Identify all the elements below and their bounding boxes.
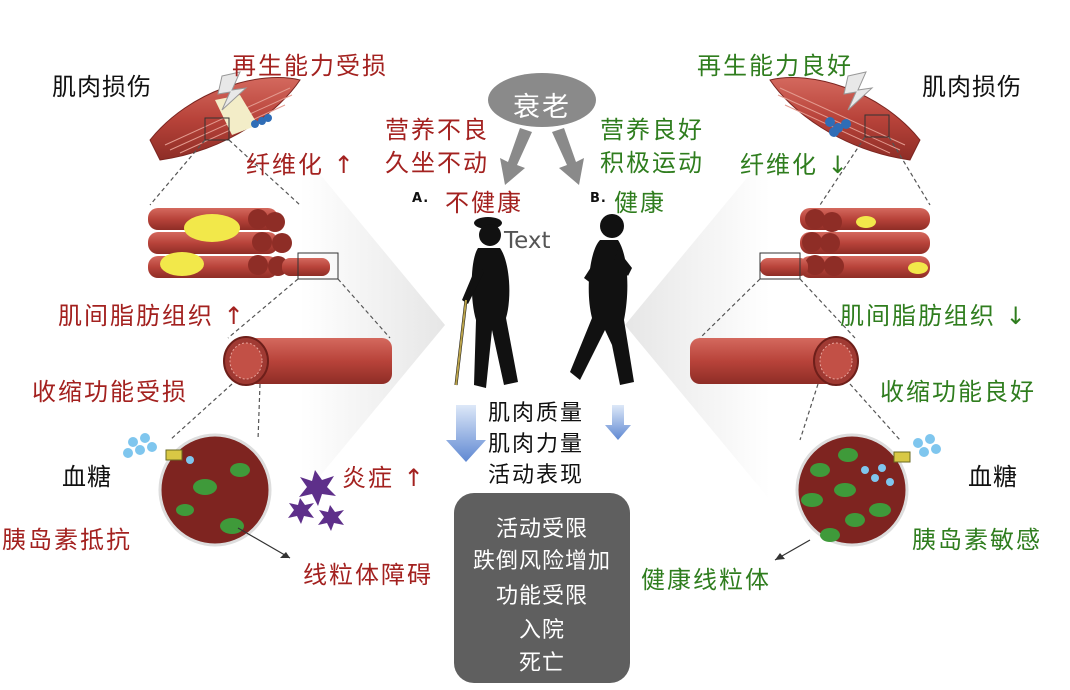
right-muscle-injury-label: 肌肉损伤 — [922, 67, 1022, 102]
left-cause-sedentary: 久坐不动 — [385, 143, 489, 178]
left-cause-malnutrition: 营养不良 — [385, 110, 489, 145]
outcome-hospitalization: 入院 — [454, 612, 630, 644]
outcome-fall-risk: 跌倒风险增加 — [454, 543, 630, 575]
right-glucose-icon — [913, 434, 941, 457]
right-cause-exercise: 积极运动 — [600, 143, 704, 178]
left-glucose-icon — [123, 433, 157, 458]
left-mito-label: 线粒体障碍 — [303, 555, 433, 590]
metric-muscle-mass: 肌肉质量 — [488, 395, 584, 427]
right-decrease-arrow — [605, 405, 631, 440]
right-cause-good-nutrition: 营养良好 — [600, 110, 704, 145]
left-blood-sugar-label: 血糖 — [62, 457, 112, 492]
unhealthy-label: 不健康 — [445, 183, 523, 218]
left-muscle-injury-label: 肌肉损伤 — [52, 67, 152, 102]
text-placeholder: Text — [504, 228, 551, 254]
right-fat-label: 肌间脂肪组织 ↓ — [840, 296, 1028, 331]
left-decrease-arrow — [446, 405, 486, 462]
right-muscle-cell-icon — [797, 435, 910, 545]
right-fibrosis-label: 纤维化 ↓ — [740, 145, 850, 180]
left-muscle-fiber-icon — [224, 337, 392, 385]
aging-label: 衰老 — [488, 85, 596, 124]
outcome-death: 死亡 — [454, 645, 630, 677]
right-insulin-label: 胰岛素敏感 — [912, 520, 1042, 555]
inflammation-icon — [288, 470, 344, 531]
right-fascicle-bundle-icon — [760, 208, 930, 279]
right-muscle-fiber-icon — [690, 337, 858, 385]
left-insulin-label: 胰岛素抵抗 — [2, 520, 132, 555]
outcome-mobility-limitation: 活动受限 — [454, 511, 630, 543]
right-blood-sugar-label: 血糖 — [968, 457, 1018, 492]
left-contraction-label: 收缩功能受损 — [32, 372, 188, 407]
outcome-functional-limitation: 功能受限 — [454, 578, 630, 610]
healthy-walker-silhouette — [570, 214, 634, 385]
metric-muscle-strength: 肌肉力量 — [488, 426, 584, 458]
healthy-label: 健康 — [614, 183, 666, 218]
right-regen-label: 再生能力良好 — [697, 46, 853, 81]
left-fat-label: 肌间脂肪组织 ↑ — [58, 296, 246, 331]
left-cause-arrow — [500, 128, 532, 185]
walking-cane-icon — [456, 300, 466, 385]
right-contraction-label: 收缩功能良好 — [880, 372, 1036, 407]
left-muscle-cell-icon — [160, 435, 270, 545]
metric-physical-performance: 活动表现 — [488, 457, 584, 489]
left-regen-label: 再生能力受损 — [232, 46, 388, 81]
left-inflammation-label: 炎症 ↑ — [342, 458, 426, 493]
right-mito-label: 健康线粒体 — [641, 560, 771, 595]
right-cause-arrow — [552, 128, 584, 185]
panel-a-label: A. — [412, 191, 429, 206]
panel-b-label: B. — [590, 191, 607, 206]
left-fibrosis-label: 纤维化 ↑ — [246, 145, 356, 180]
